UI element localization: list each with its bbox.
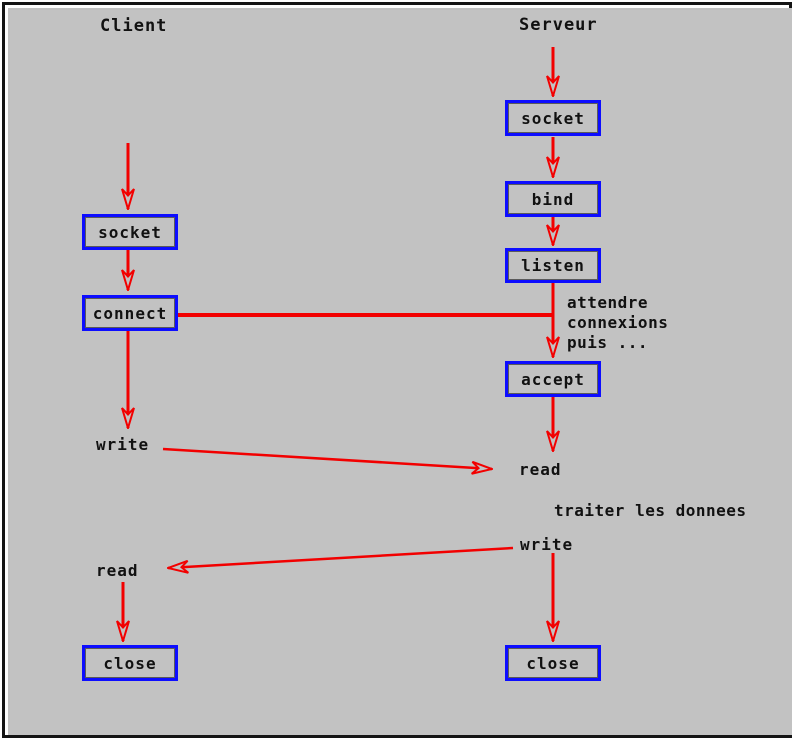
- diagram-canvas: [8, 8, 792, 735]
- process-data-note: traiter les donnees: [554, 501, 747, 520]
- server-column-title: Serveur: [519, 15, 598, 35]
- client-close-box: close: [82, 645, 178, 681]
- client-socket-box: socket: [82, 214, 178, 250]
- server-bind-box: bind: [505, 181, 601, 217]
- client-write-to-server-read-arrow: [162, 447, 492, 469]
- wait-note-line2: connexions: [567, 313, 669, 332]
- wait-note-line3: puis ...: [567, 333, 649, 352]
- server-write-to-client-read-arrow: [168, 546, 514, 568]
- client-write-label: write: [96, 435, 150, 454]
- server-listen-box: listen: [505, 248, 601, 283]
- client-column-title: Client: [100, 16, 168, 36]
- server-accept-box: accept: [505, 361, 601, 397]
- client-read-label: read: [96, 561, 139, 580]
- client-connect-box: connect: [82, 295, 178, 331]
- server-read-label: read: [519, 460, 562, 479]
- server-write-label: write: [520, 535, 574, 554]
- wait-note-line1: attendre: [567, 293, 649, 312]
- server-close-box: close: [505, 645, 601, 681]
- server-socket-box: socket: [505, 100, 601, 136]
